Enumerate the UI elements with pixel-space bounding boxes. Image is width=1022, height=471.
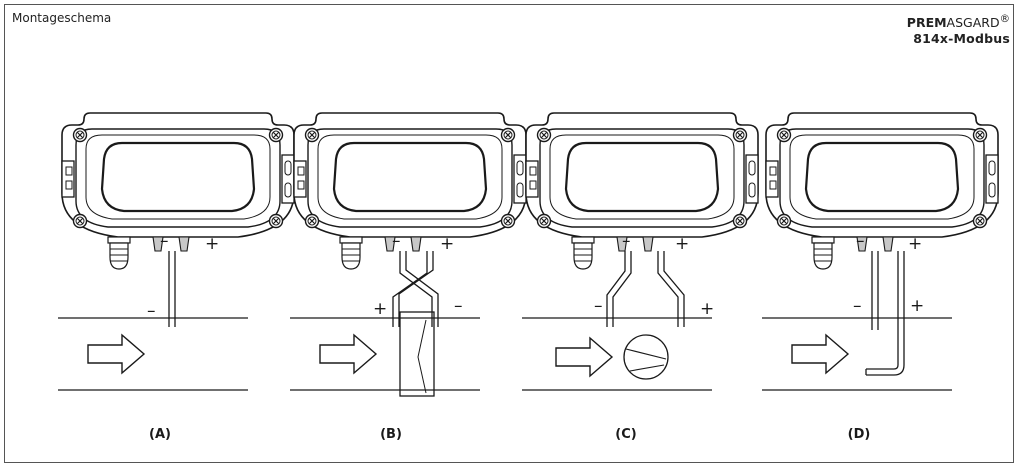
sensor-housing-b: [294, 113, 526, 269]
flow-arrow-b: [319, 334, 377, 374]
diagram-frame: [4, 4, 1014, 463]
duct-sign-left-c: –: [594, 296, 603, 316]
duct-sign-left-b: +: [373, 299, 387, 319]
sensor-housing-d: [766, 113, 998, 269]
flow-arrow-d: [791, 334, 849, 374]
sign-plus-c: +: [675, 234, 689, 254]
variant-d: [762, 113, 998, 391]
label-b: (B): [380, 427, 402, 442]
label-d: (D): [848, 427, 871, 442]
brand-registered-mark: ®: [999, 13, 1010, 25]
brand-block: PREMASGARD® 814x-Modbus: [907, 11, 1010, 47]
sign-minus-a: –: [160, 231, 169, 251]
duct-sign-left-d: –: [853, 296, 862, 316]
duct-sign-right-d: +: [910, 296, 924, 316]
duct-sign-right-b: –: [454, 296, 463, 316]
duct-sign-left-a: –: [147, 301, 156, 321]
variant-c: [522, 113, 758, 391]
model-name: 814x-Modbus: [913, 31, 1010, 47]
label-a: (A): [149, 427, 171, 442]
brand-name-rest: ASGARD: [946, 15, 1000, 31]
flow-arrow-a: [87, 334, 145, 374]
duct-sign-right-c: +: [700, 299, 714, 319]
sign-plus-d: +: [908, 234, 922, 254]
brand-name: PREMASGARD®: [907, 11, 1010, 31]
label-c: (C): [615, 427, 636, 442]
sign-minus-c: –: [622, 231, 631, 251]
flow-arrow-c: [555, 337, 613, 377]
sensor-housing-a: [62, 113, 294, 269]
sign-plus-a: +: [205, 234, 219, 254]
sign-plus-b: +: [440, 234, 454, 254]
sensor-housing-c: [526, 113, 758, 269]
brand-name-bold: PREM: [906, 15, 947, 31]
diagram-title: Montageschema: [12, 11, 112, 25]
fan-symbol: [623, 334, 669, 380]
variant-b: [290, 113, 526, 397]
sign-minus-d: –: [856, 231, 865, 251]
sign-minus-b: –: [392, 231, 401, 251]
variant-a: [58, 113, 294, 391]
